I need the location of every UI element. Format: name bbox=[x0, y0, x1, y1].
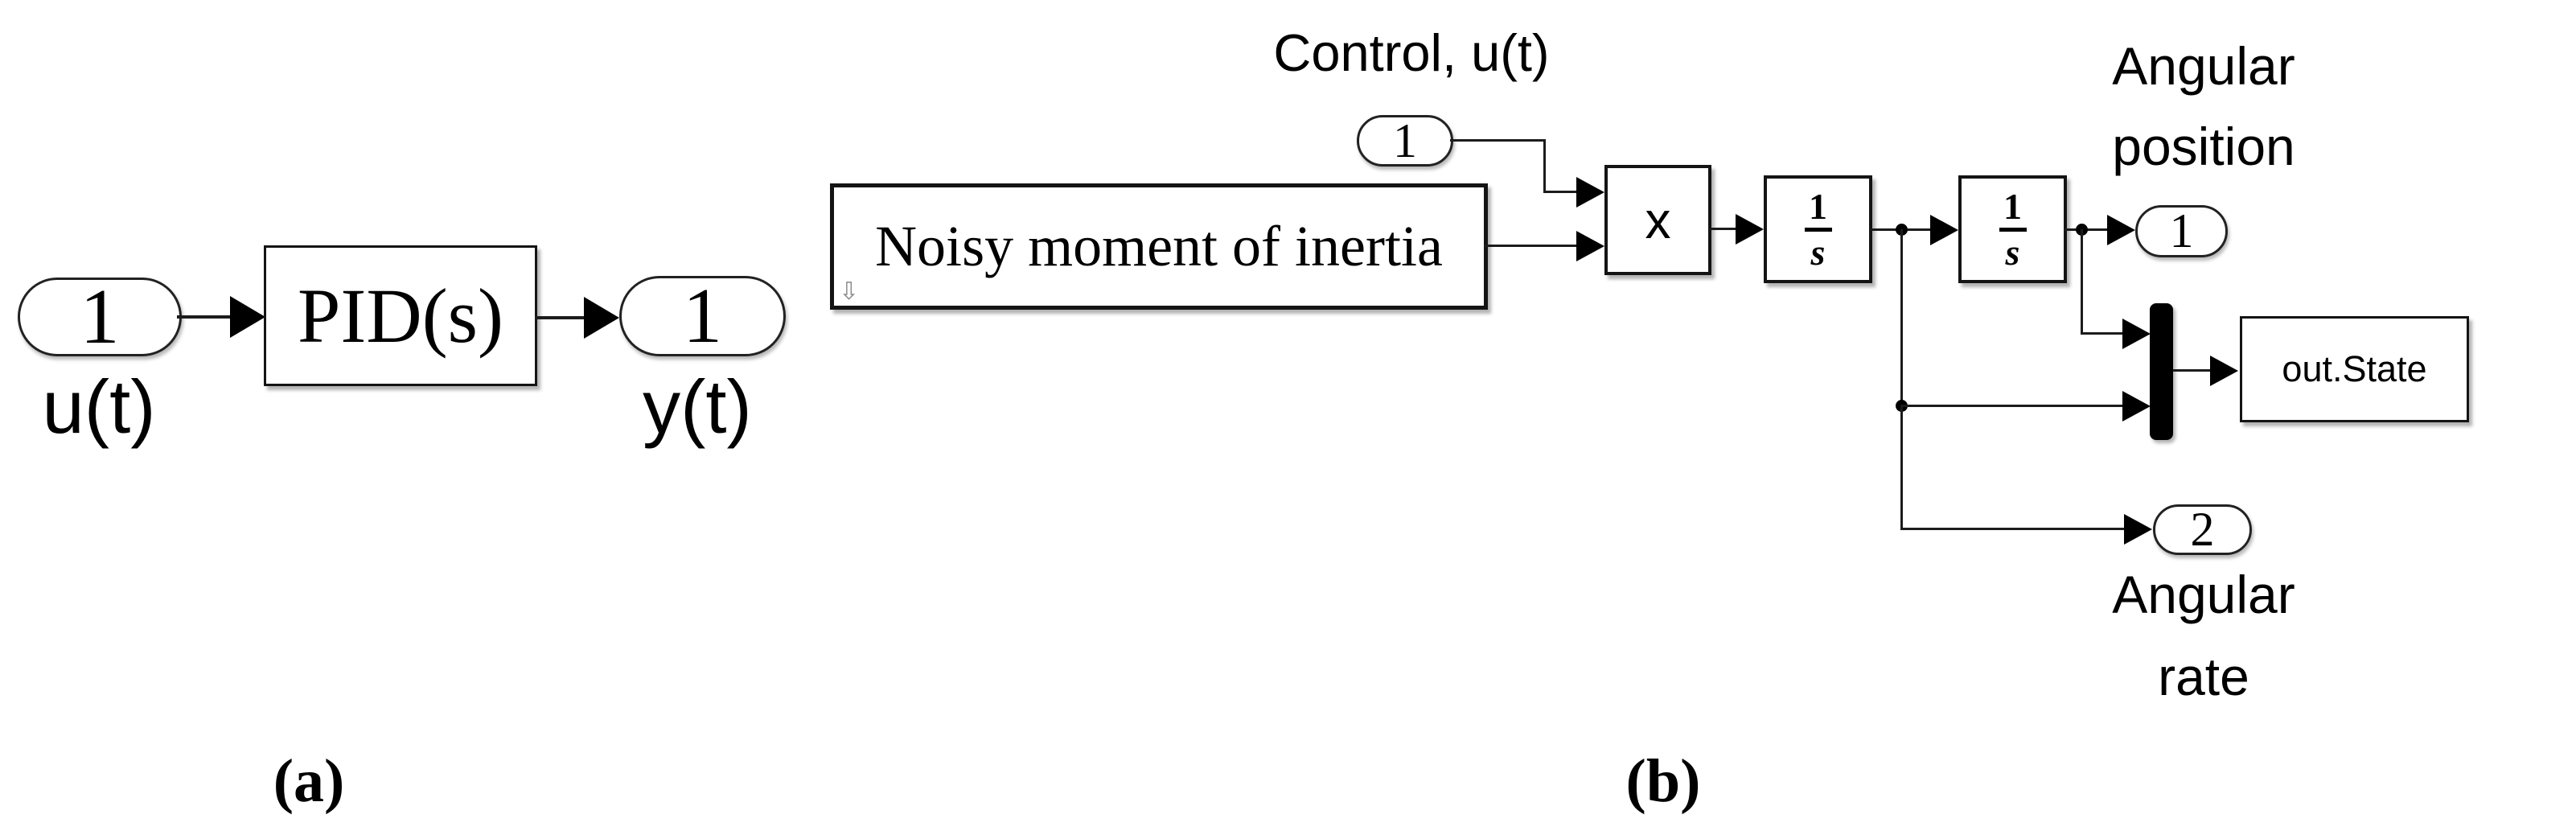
arrowhead-icon bbox=[584, 297, 619, 339]
arrowhead-icon bbox=[1576, 231, 1604, 261]
fraction-bar bbox=[1999, 227, 2027, 232]
arrowhead-icon bbox=[2107, 215, 2135, 245]
outport-angular-rate-number: 2 bbox=[2190, 503, 2215, 556]
fraction-bar bbox=[1804, 227, 1832, 232]
wire-pos-branch-v bbox=[2081, 229, 2083, 335]
integrator1-fraction: 1 s bbox=[1804, 185, 1832, 273]
integrator1-denominator: s bbox=[1810, 231, 1826, 273]
angular-position-label: Angular position bbox=[2083, 26, 2324, 187]
arrowhead-icon bbox=[230, 296, 265, 338]
arrowhead-icon bbox=[1930, 215, 1958, 245]
angular-rate-label-line2: rate bbox=[2158, 647, 2249, 706]
arrowhead-icon bbox=[1736, 214, 1764, 245]
wire-a-in bbox=[177, 315, 236, 319]
arrowhead-icon bbox=[2124, 514, 2152, 545]
outport-1a-number: 1 bbox=[683, 273, 722, 360]
wire-rate-to-port2 bbox=[1900, 528, 2127, 530]
angular-position-label-line1: Angular bbox=[2112, 36, 2295, 96]
angular-rate-label: Angular rate bbox=[2083, 553, 2324, 718]
wire-control-v bbox=[1543, 139, 1546, 193]
wire-rate-branch-v bbox=[1900, 229, 1903, 408]
outport-angular-position: 1 bbox=[2135, 204, 2228, 257]
arrowhead-icon bbox=[2210, 356, 2238, 386]
arrowhead-icon bbox=[2122, 391, 2151, 422]
wire-control-h bbox=[1450, 139, 1546, 142]
noisy-inertia-block: Noisy moment of inertia ⇩ bbox=[830, 183, 1488, 310]
arrowhead-icon bbox=[1576, 177, 1604, 208]
integrator2-block: 1 s bbox=[1958, 175, 2067, 283]
inport-1a-label: u(t) bbox=[42, 364, 156, 449]
wire-product-out bbox=[1710, 228, 1737, 230]
outstate-block-label: out.State bbox=[2282, 348, 2427, 389]
integrator2-numerator: 1 bbox=[2003, 185, 2022, 227]
wire-rate-to-mux bbox=[1900, 405, 2126, 407]
product-block-label: x bbox=[1645, 191, 1671, 249]
inport-1b: 1 bbox=[1357, 113, 1453, 167]
wire-mux-out bbox=[2173, 369, 2212, 372]
integrator2-denominator: s bbox=[2005, 231, 2020, 273]
wire-inertia-out bbox=[1484, 245, 1578, 247]
wire-pos-branch-h bbox=[2081, 332, 2126, 335]
noisy-inertia-label: Noisy moment of inertia bbox=[875, 214, 1443, 278]
angular-position-label-line2: position bbox=[2112, 117, 2295, 176]
caption-a: (a) bbox=[273, 747, 345, 815]
inport-1a-number: 1 bbox=[80, 273, 120, 360]
pid-block: PID(s) bbox=[264, 245, 537, 386]
wire-rate-branch-v2 bbox=[1900, 406, 1903, 530]
outport-angular-rate: 2 bbox=[2153, 503, 2252, 556]
wire-a-out bbox=[535, 316, 588, 319]
arrowhead-icon bbox=[2122, 319, 2151, 349]
outport-1a: 1 bbox=[619, 273, 786, 360]
product-block: x bbox=[1604, 165, 1711, 275]
integrator1-numerator: 1 bbox=[1809, 185, 1827, 227]
wire-control-h2 bbox=[1543, 191, 1582, 193]
outstate-block: out.State bbox=[2240, 316, 2469, 422]
outport-1a-label: y(t) bbox=[643, 364, 752, 449]
mux-block bbox=[2150, 303, 2173, 440]
inport-1b-number: 1 bbox=[1393, 113, 1417, 167]
inport-1a: 1 bbox=[18, 273, 182, 360]
outport-angular-position-number: 1 bbox=[2169, 204, 2194, 257]
pid-block-label: PID(s) bbox=[298, 273, 503, 359]
control-input-label: Control, u(t) bbox=[1273, 23, 1550, 82]
caption-b: (b) bbox=[1625, 747, 1701, 815]
integrator2-fraction: 1 s bbox=[1999, 185, 2027, 273]
integrator1-block: 1 s bbox=[1764, 175, 1872, 283]
angular-rate-label-line1: Angular bbox=[2112, 565, 2295, 624]
annotation-arrow-icon: ⇩ bbox=[839, 278, 860, 305]
